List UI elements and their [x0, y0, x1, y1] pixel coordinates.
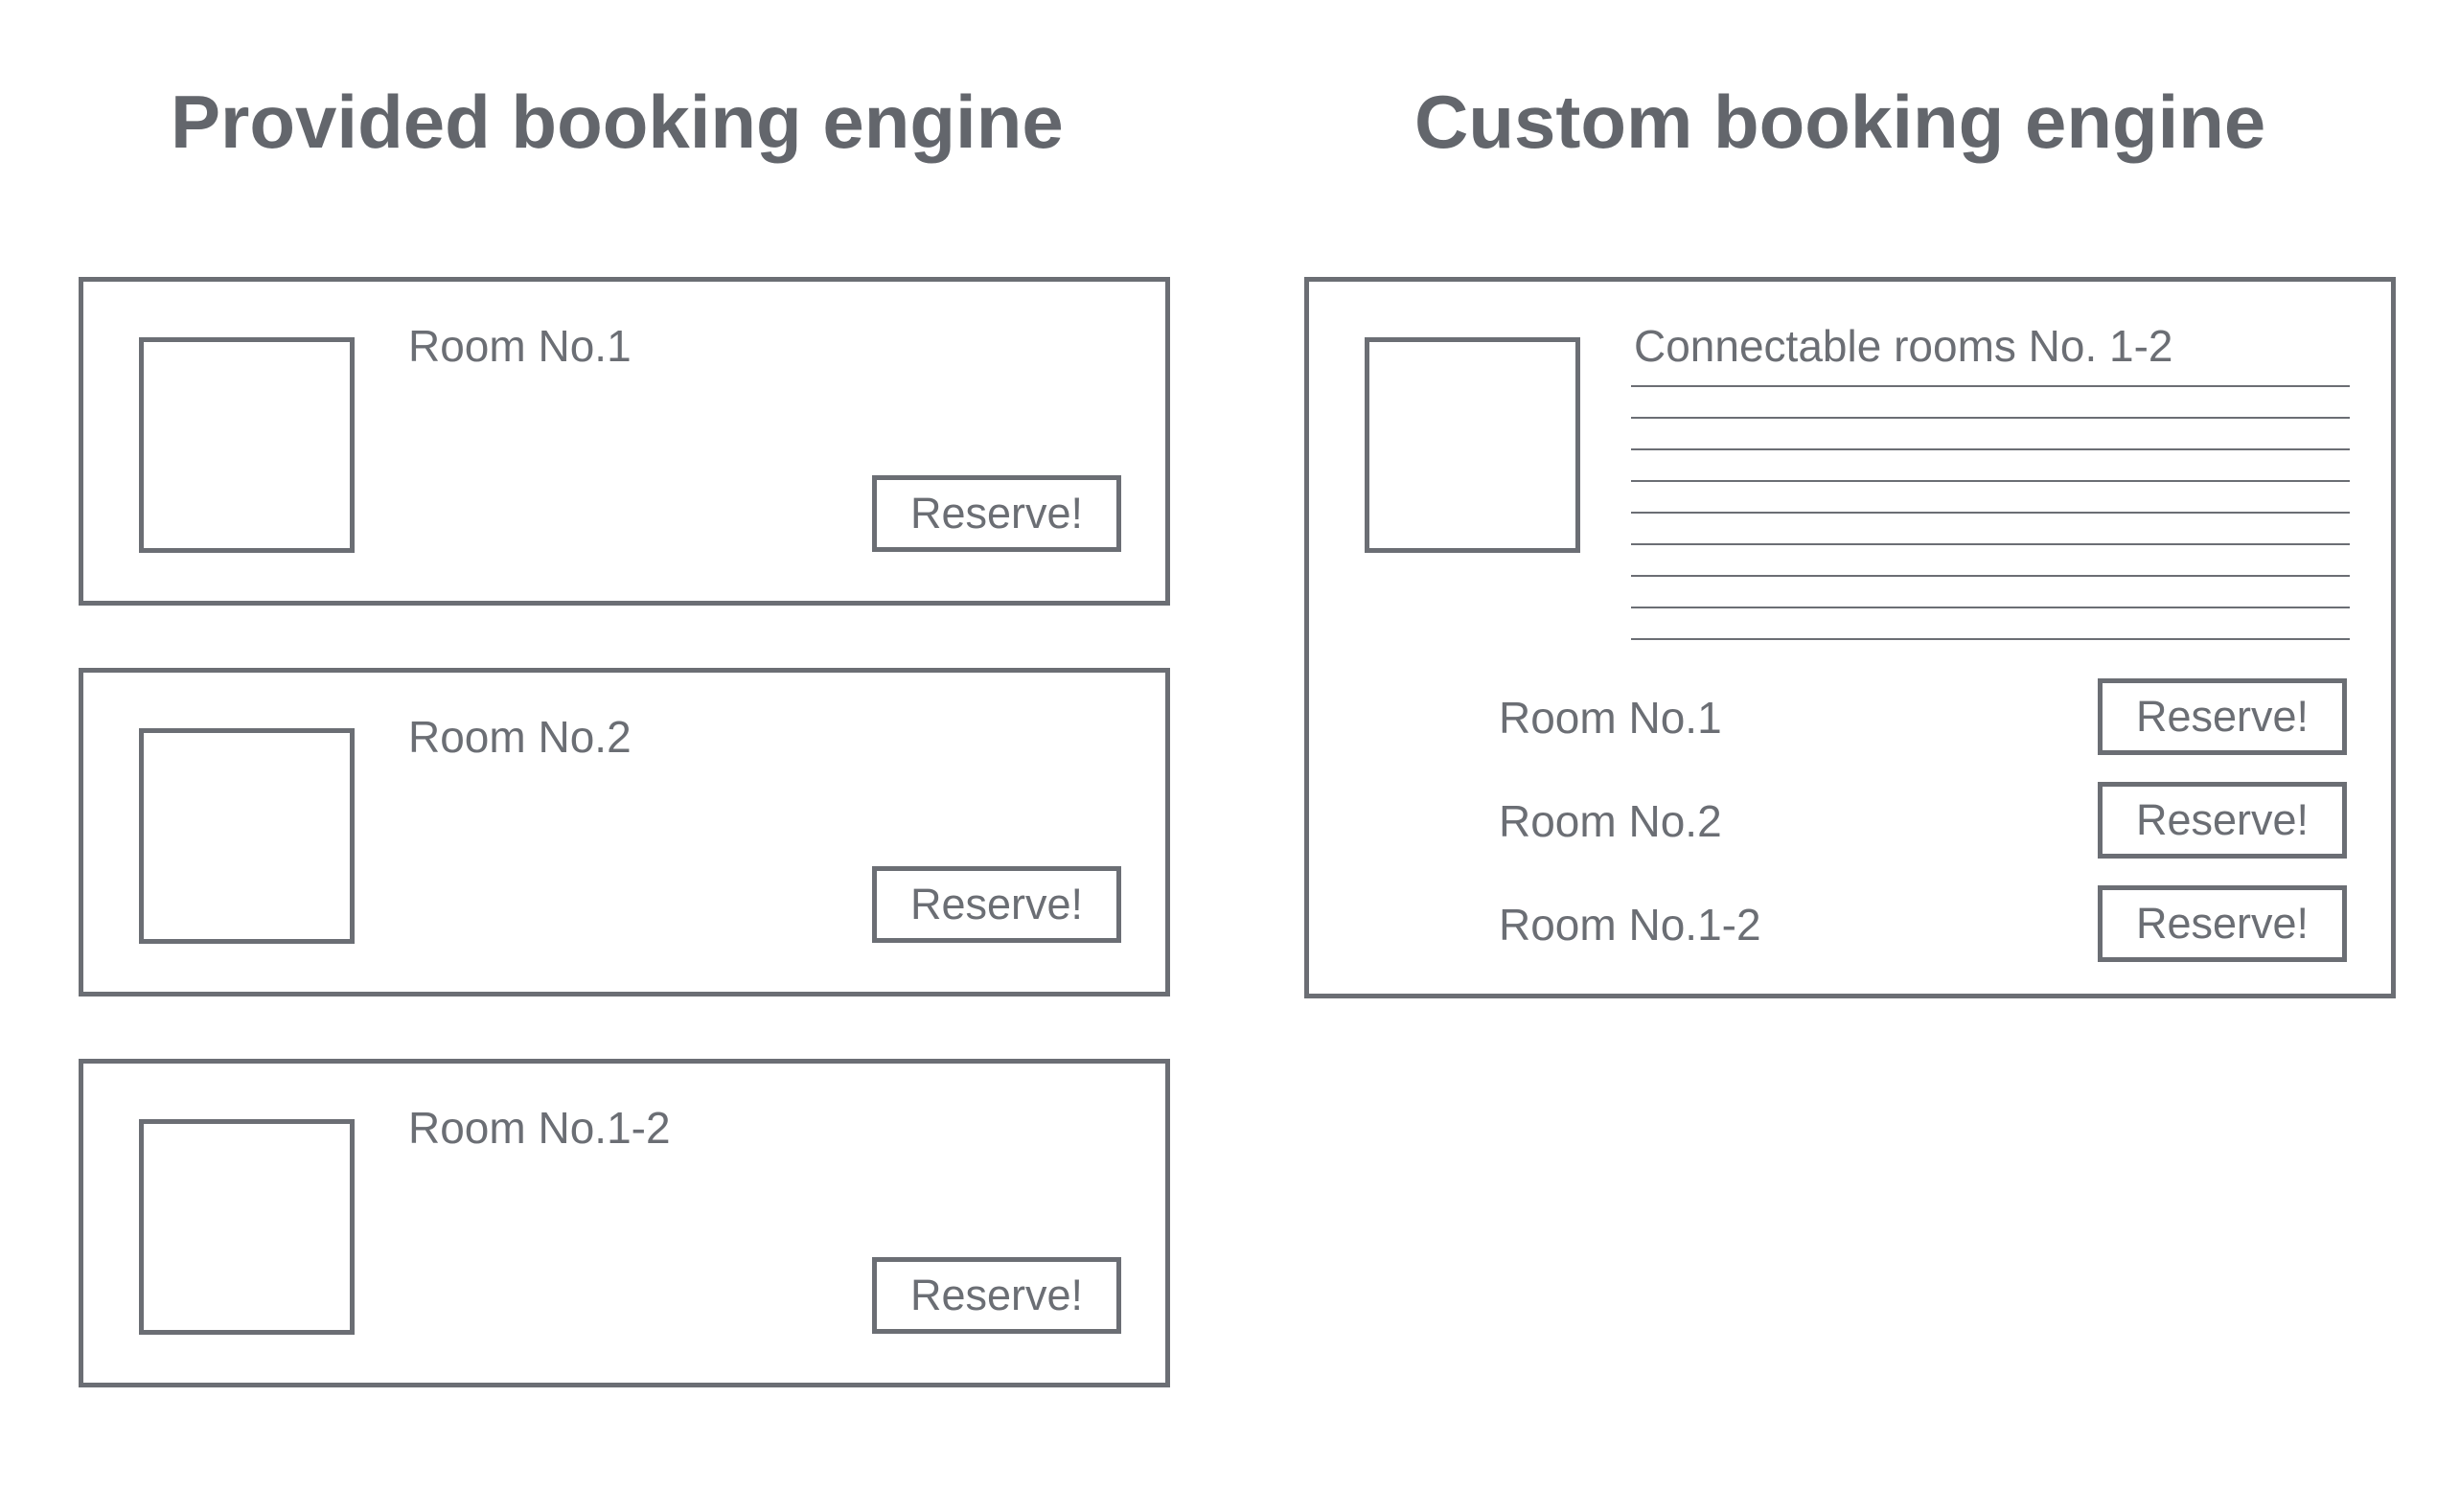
text-line-placeholder: [1631, 417, 2350, 419]
reserve-button[interactable]: Reserve!: [2098, 885, 2347, 962]
provided-room-card: Room No.2 Reserve!: [79, 668, 1170, 997]
provided-room-card: Room No.1-2 Reserve!: [79, 1059, 1170, 1387]
connectable-rooms-title: Connectable rooms No. 1-2: [1634, 321, 2173, 371]
reserve-button[interactable]: Reserve!: [872, 866, 1121, 943]
custom-engine-heading: Custom booking engine: [1414, 80, 2266, 164]
room-image-placeholder: [139, 1119, 355, 1335]
room-option-label: Room No.1-2: [1499, 900, 1761, 950]
reserve-button[interactable]: Reserve!: [2098, 678, 2347, 755]
room-image-placeholder: [139, 728, 355, 944]
room-image-placeholder: [139, 337, 355, 553]
room-title: Room No.1: [408, 321, 632, 371]
provided-engine-heading: Provided booking engine: [171, 80, 1064, 164]
room-option-label: Room No.1: [1499, 693, 1722, 743]
text-line-placeholder: [1631, 385, 2350, 387]
description-placeholder-lines: [1631, 385, 2350, 670]
reserve-button[interactable]: Reserve!: [872, 475, 1121, 552]
provided-room-card: Room No.1 Reserve!: [79, 277, 1170, 606]
text-line-placeholder: [1631, 512, 2350, 514]
text-line-placeholder: [1631, 543, 2350, 545]
text-line-placeholder: [1631, 448, 2350, 450]
room-title: Room No.2: [408, 712, 632, 762]
text-line-placeholder: [1631, 638, 2350, 640]
reserve-button[interactable]: Reserve!: [872, 1257, 1121, 1334]
text-line-placeholder: [1631, 607, 2350, 608]
reserve-button[interactable]: Reserve!: [2098, 782, 2347, 859]
room-option-row: Room No.1 Reserve!: [1309, 678, 2391, 755]
room-image-placeholder: [1365, 337, 1580, 553]
custom-room-card: Connectable rooms No. 1-2 Room No.1 Rese…: [1304, 277, 2396, 998]
room-option-row: Room No.1-2 Reserve!: [1309, 885, 2391, 962]
room-option-label: Room No.2: [1499, 796, 1722, 846]
room-title: Room No.1-2: [408, 1103, 671, 1153]
room-option-row: Room No.2 Reserve!: [1309, 782, 2391, 859]
text-line-placeholder: [1631, 575, 2350, 577]
text-line-placeholder: [1631, 480, 2350, 482]
